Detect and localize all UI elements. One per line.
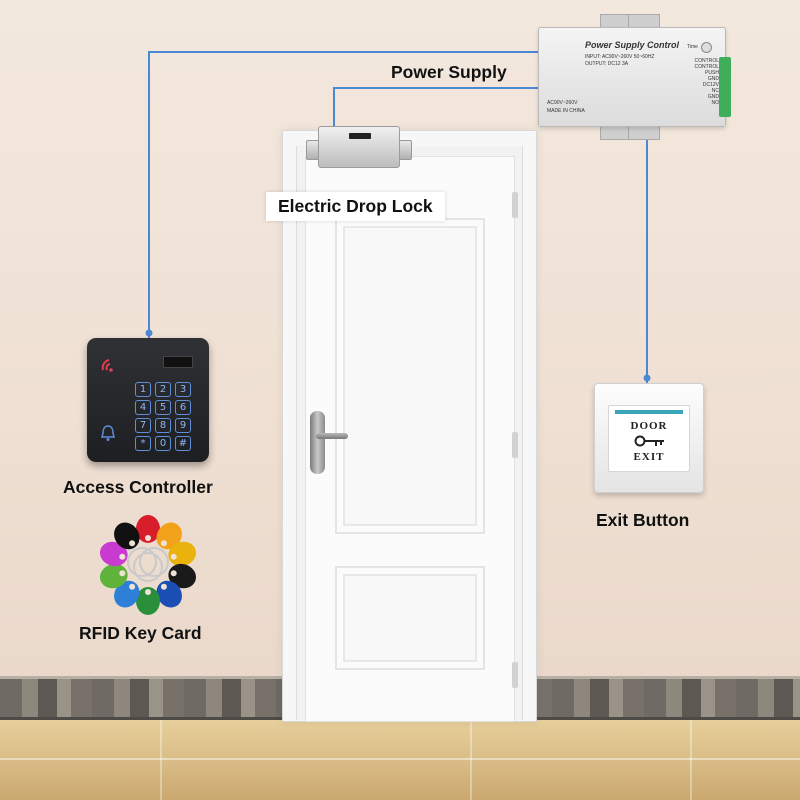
floor-tile-seam <box>0 758 800 760</box>
exit-button-line2: EXIT <box>633 451 665 463</box>
keypad-key[interactable]: 3 <box>175 382 191 397</box>
keypad-key[interactable]: 9 <box>175 418 191 433</box>
keypad-grid: 1 2 3 4 5 6 7 8 9 * 0 # <box>135 382 197 451</box>
rfid-key-fob <box>136 515 160 543</box>
door-hinge <box>512 662 518 688</box>
wire-lock-to-psu <box>333 87 540 128</box>
psu-title: Power Supply Control <box>585 40 680 50</box>
key-ring <box>127 547 157 577</box>
psu-input-spec: INPUT: AC90V~260V 50~60HZ <box>585 54 655 60</box>
keypad-key[interactable]: 8 <box>155 418 171 433</box>
electric-drop-lock <box>318 126 400 168</box>
keypad-key[interactable]: 2 <box>155 382 171 397</box>
terminal-label: PUSH <box>705 70 719 76</box>
rfid-key-fob-hole <box>160 583 167 590</box>
keypad-key[interactable]: 4 <box>135 400 151 415</box>
wire-node <box>643 374 651 382</box>
power-supply-unit: Power Supply Control INPUT: AC90V~260V 5… <box>538 27 726 127</box>
keypad-key[interactable]: 6 <box>175 400 191 415</box>
door-handle-lever <box>316 433 348 439</box>
rfid-key-fob <box>99 541 128 567</box>
wire-controller-to-psu <box>148 51 540 338</box>
exit-button-label: Exit Button <box>596 510 690 530</box>
rfid-key-fobs <box>99 515 197 615</box>
rfid-key-fob-hole <box>170 570 177 577</box>
terminal-label: CONTROL <box>694 58 719 64</box>
psu-time-label: Time <box>687 44 698 50</box>
psu-terminal-block <box>719 57 731 117</box>
door-hinge <box>512 192 518 218</box>
psu-rating: AC90V~260V <box>547 100 578 106</box>
rfid-key-fob-hole <box>145 535 151 541</box>
rfid-key-fob <box>168 563 197 589</box>
door-upper-panel <box>335 218 485 534</box>
wire-node <box>145 329 153 337</box>
rfid-key-fob-hole <box>129 540 136 547</box>
rfid-key-fob-hole <box>119 553 126 560</box>
floor-tile-seam <box>470 720 472 800</box>
keypad-key[interactable]: 1 <box>135 382 151 397</box>
rfid-key-fob-hole <box>119 570 126 577</box>
psu-terminal-labels: CONTROL CONTROL PUSH GND DC12V NC GND NO <box>685 58 719 106</box>
rfid-key-fob-hole <box>129 583 136 590</box>
electric-drop-lock-label: Electric Drop Lock <box>266 192 445 221</box>
reader-display <box>163 356 193 368</box>
rfid-signal-icon <box>101 359 113 372</box>
rfid-key-fob-hole <box>170 553 177 560</box>
terminal-label: NC <box>711 88 719 94</box>
bell-icon <box>101 425 115 441</box>
terminal-label: DC12V <box>702 82 719 88</box>
door-hinge <box>512 432 518 458</box>
tile-floor <box>0 720 800 800</box>
lock-led-window <box>349 133 371 139</box>
rfid-key-fob <box>168 541 197 567</box>
power-supply-label: Power Supply <box>391 62 507 82</box>
exit-button[interactable]: DOOR EXIT <box>608 405 690 472</box>
floor-tile-seam <box>690 720 692 800</box>
psu-output-spec: OUTPUT: DC12 3A <box>585 61 629 67</box>
rfid-key-fob-hole <box>145 589 151 595</box>
keypad-key[interactable]: 0 <box>155 436 171 451</box>
terminal-label: GND <box>707 94 719 100</box>
key-ring <box>139 547 169 577</box>
keypad-key[interactable]: 5 <box>155 400 171 415</box>
time-knob-icon <box>701 42 712 53</box>
key-icon <box>634 435 664 447</box>
psu-made-in: MADE IN CHINA <box>547 108 585 114</box>
exit-button-line1: DOOR <box>630 420 668 432</box>
keypad-key[interactable]: 7 <box>135 418 151 433</box>
keypad-key[interactable]: * <box>135 436 151 451</box>
key-ring <box>133 552 163 582</box>
exit-button-indicator-strip <box>615 410 683 414</box>
terminal-label: GND <box>707 76 719 82</box>
rfid-key-fob-hole <box>160 540 167 547</box>
keypad-key[interactable]: # <box>175 436 191 451</box>
rfid-key-card-label: RFID Key Card <box>79 623 202 643</box>
door-handle-plate <box>310 411 325 474</box>
terminal-label: CONTROL <box>694 64 719 70</box>
access-controller-reader: 1 2 3 4 5 6 7 8 9 * 0 # <box>87 338 209 462</box>
floor-tile-seam <box>160 720 162 800</box>
terminal-label: NO <box>711 100 720 106</box>
access-controller-label: Access Controller <box>63 477 213 497</box>
rfid-key-fob <box>99 563 128 589</box>
rfid-key-fob <box>136 587 160 615</box>
door-lower-panel <box>335 566 485 670</box>
